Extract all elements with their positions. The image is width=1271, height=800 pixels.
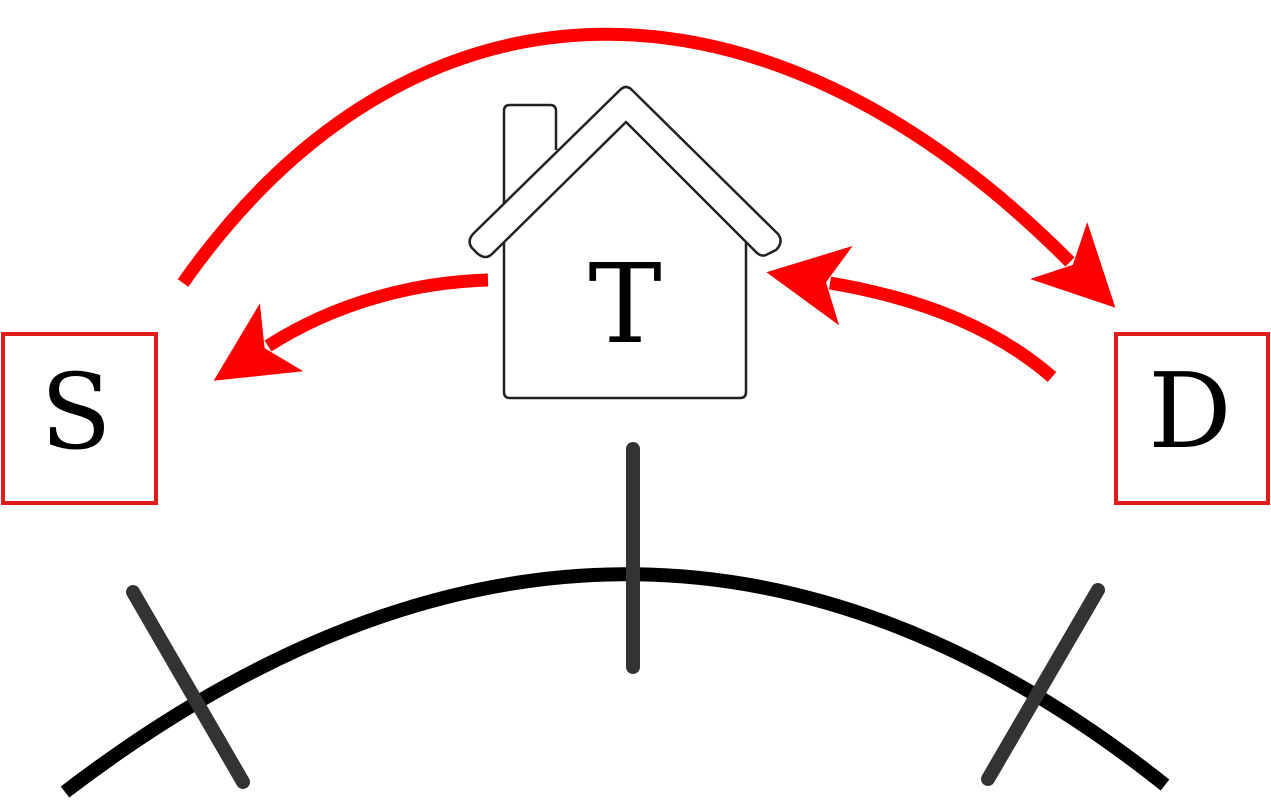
arrow-transit-to-source — [213, 273, 489, 381]
tower-left — [126, 585, 250, 789]
arrow-destination-to-transit — [766, 245, 1057, 382]
house-icon — [468, 85, 782, 400]
source-node: S — [1, 332, 158, 505]
transit-label: T — [588, 240, 661, 368]
source-box — [1, 332, 158, 505]
destination-label: D — [1148, 350, 1231, 472]
source-label: S — [40, 351, 111, 473]
arrow-source-to-destination — [177, 27, 1116, 308]
destination-box — [1114, 332, 1270, 505]
destination-node: D — [1114, 332, 1270, 505]
tower-right — [981, 583, 1105, 786]
earth-curve — [60, 567, 1170, 798]
